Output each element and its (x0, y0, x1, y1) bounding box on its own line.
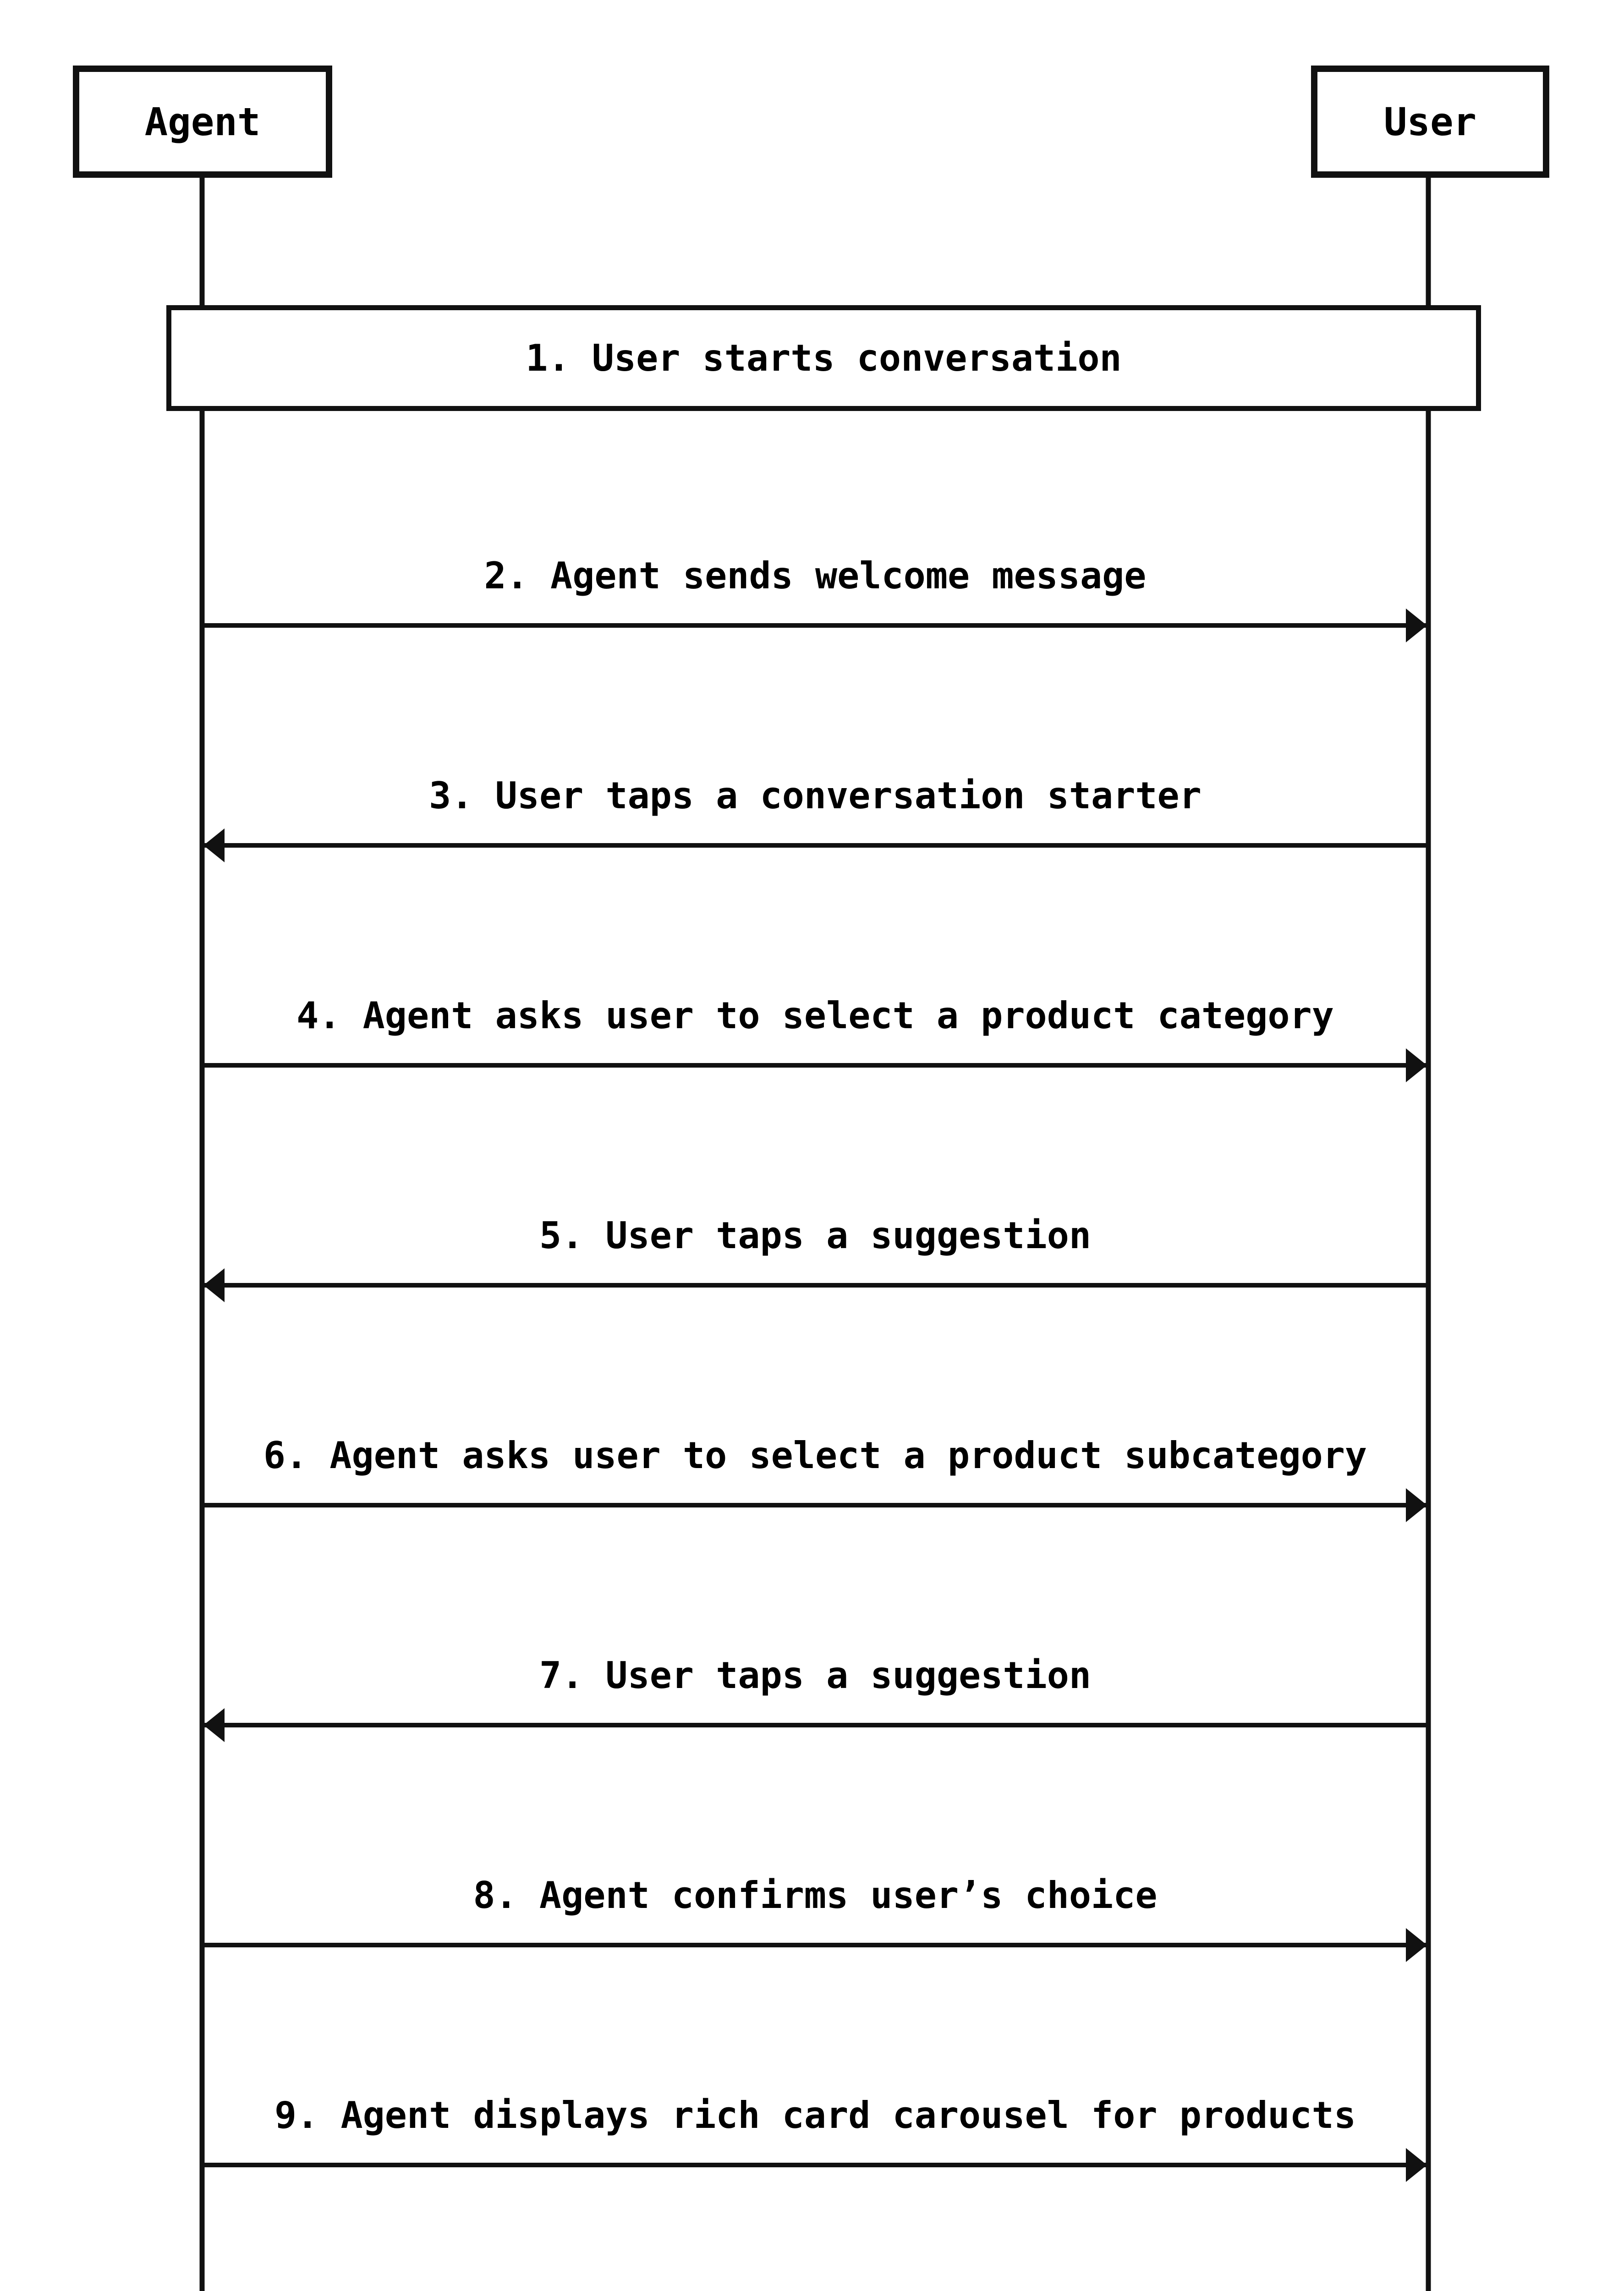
message-label-3: 3. User taps a conversation starter (429, 774, 1202, 817)
message-arrowhead-8-right-icon (1406, 1928, 1427, 1962)
message-arrowhead-9-right-icon (1406, 2148, 1427, 2182)
message-label-2: 2. Agent sends welcome message (484, 554, 1147, 597)
message-label-5: 5. User taps a suggestion (539, 1214, 1092, 1257)
message-arrow-line-5 (202, 1283, 1428, 1288)
message-arrow-line-3 (202, 843, 1428, 848)
message-arrow-line-7 (202, 1723, 1428, 1727)
message-label-7: 7. User taps a suggestion (539, 1654, 1092, 1697)
message-arrow-line-9 (202, 2163, 1428, 2167)
message-label-6: 6. Agent asks user to select a product s… (263, 1434, 1367, 1477)
actor-box-user-top: User (1311, 66, 1549, 178)
message-arrowhead-7-left-icon (203, 1708, 225, 1742)
message-arrow-line-8 (202, 1943, 1428, 1947)
actor-label-user-top: User (1383, 99, 1477, 144)
note-text: 1. User starts conversation (526, 337, 1122, 379)
message-arrowhead-2-right-icon (1406, 608, 1427, 642)
user-lifeline (1426, 176, 1431, 2291)
message-arrowhead-4-right-icon (1406, 1048, 1427, 1082)
message-arrow-line-6 (202, 1503, 1428, 1507)
message-arrowhead-5-left-icon (203, 1268, 225, 1302)
message-label-9: 9. Agent displays rich card carousel for… (274, 2094, 1356, 2137)
note-box: 1. User starts conversation (166, 305, 1481, 411)
message-arrow-line-4 (202, 1063, 1428, 1068)
actor-box-agent-top: Agent (73, 66, 332, 178)
message-arrowhead-3-left-icon (203, 828, 225, 862)
message-arrowhead-6-right-icon (1406, 1488, 1427, 1522)
message-label-4: 4. Agent asks user to select a product c… (296, 994, 1334, 1037)
message-arrow-line-2 (202, 623, 1428, 628)
message-label-8: 8. Agent confirms user’s choice (473, 1874, 1158, 1917)
agent-lifeline (199, 176, 205, 2291)
actor-label-agent-top: Agent (144, 99, 261, 144)
